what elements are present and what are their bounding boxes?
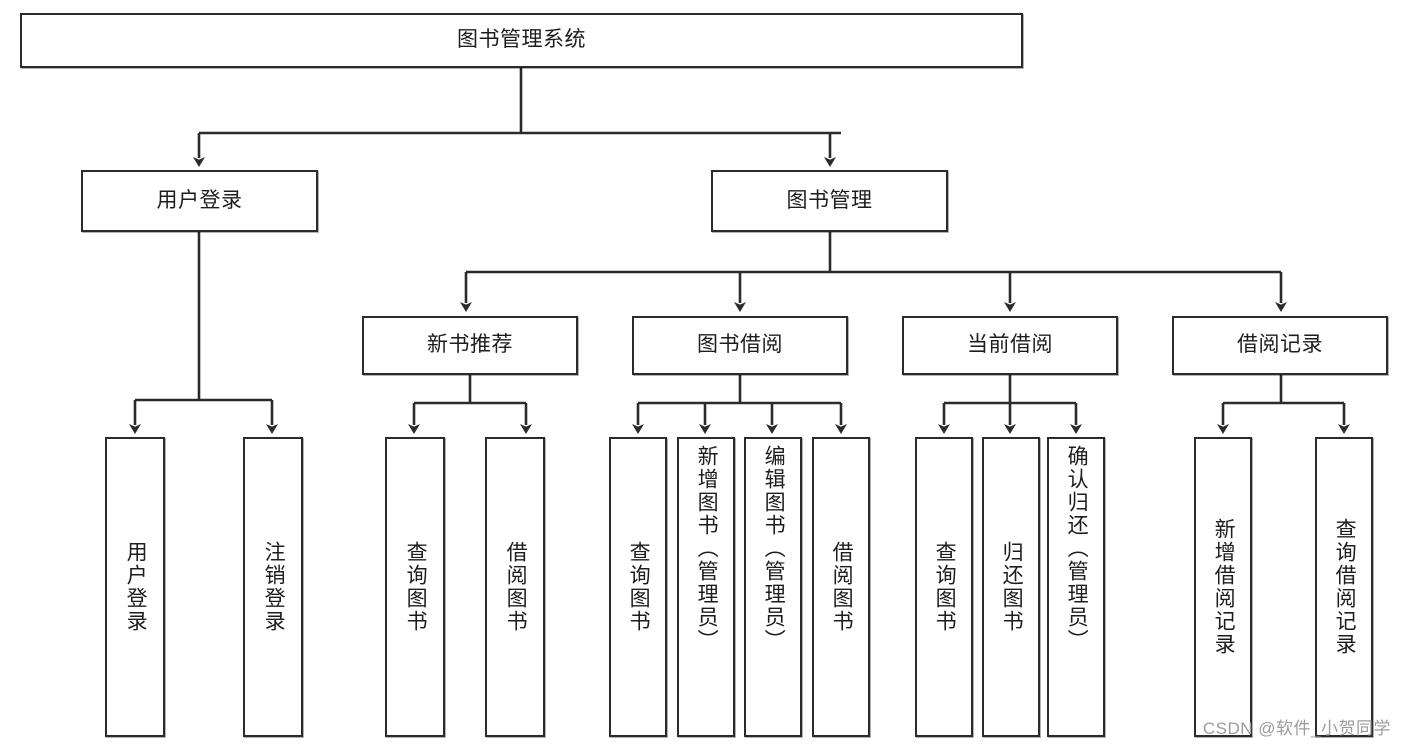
leaf-query-book-1-label: 查询图书: [404, 541, 428, 633]
leaf-add-book-label: 新增图书（管理员）: [695, 445, 719, 652]
node-book-manage-label: 图书管理: [786, 188, 873, 212]
leaf-confirm-return[interactable]: 确认归还（管理员）: [1047, 437, 1105, 737]
node-book-borrow[interactable]: 图书借阅: [632, 316, 848, 375]
leaf-query-book-3[interactable]: 查询图书: [915, 437, 973, 737]
node-user-login-label: 用户登录: [156, 188, 243, 212]
node-book-manage[interactable]: 图书管理: [711, 170, 948, 232]
leaf-query-book-2[interactable]: 查询图书: [609, 437, 667, 737]
leaf-query-book-1[interactable]: 查询图书: [385, 437, 445, 737]
leaf-add-book[interactable]: 新增图书（管理员）: [677, 437, 735, 737]
node-current-borrow[interactable]: 当前借阅: [902, 316, 1118, 375]
leaf-user-login[interactable]: 用户登录: [105, 437, 165, 737]
leaf-edit-book-label: 编辑图书（管理员）: [762, 445, 786, 652]
node-new-book-recommend[interactable]: 新书推荐: [362, 316, 578, 375]
watermark: CSDN @软件_小贺同学: [1202, 719, 1391, 738]
leaf-return-book[interactable]: 归还图书: [982, 437, 1040, 737]
leaf-query-record[interactable]: 查询借阅记录: [1315, 437, 1373, 737]
leaf-borrow-book-1-label: 借阅图书: [504, 541, 528, 633]
node-new-book-recommend-label: 新书推荐: [427, 333, 513, 357]
leaf-confirm-return-label: 确认归还（管理员）: [1065, 445, 1089, 652]
leaf-query-record-label: 查询借阅记录: [1333, 518, 1357, 656]
leaf-edit-book[interactable]: 编辑图书（管理员）: [744, 437, 802, 737]
node-user-login[interactable]: 用户登录: [81, 170, 318, 232]
node-current-borrow-label: 当前借阅: [967, 333, 1053, 357]
leaf-query-book-2-label: 查询图书: [627, 541, 651, 633]
leaf-borrow-book-2-label: 借阅图书: [830, 541, 854, 633]
leaf-logout[interactable]: 注销登录: [243, 437, 303, 737]
leaf-borrow-book-2[interactable]: 借阅图书: [812, 437, 870, 737]
leaf-borrow-book-1[interactable]: 借阅图书: [485, 437, 545, 737]
node-borrow-record[interactable]: 借阅记录: [1172, 316, 1388, 375]
leaf-logout-label: 注销登录: [262, 541, 286, 633]
leaf-return-book-label: 归还图书: [1000, 541, 1024, 633]
leaf-add-record-label: 新增借阅记录: [1212, 518, 1236, 656]
node-book-borrow-label: 图书借阅: [697, 333, 783, 357]
node-root[interactable]: 图书管理系统: [20, 13, 1023, 68]
node-root-label: 图书管理系统: [457, 28, 586, 52]
leaf-user-login-label: 用户登录: [124, 541, 148, 633]
leaf-query-book-3-label: 查询图书: [933, 541, 957, 633]
node-borrow-record-label: 借阅记录: [1237, 333, 1323, 357]
leaf-add-record[interactable]: 新增借阅记录: [1194, 437, 1252, 737]
